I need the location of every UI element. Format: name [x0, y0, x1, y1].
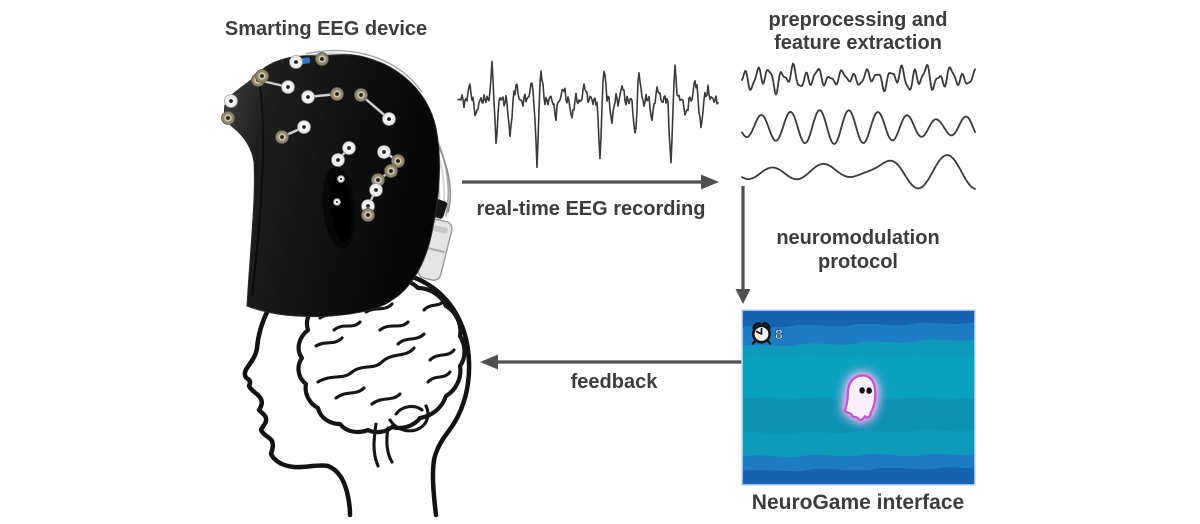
neurogame-caption: NeuroGame interface: [751, 491, 965, 514]
cap-electrodes: [221, 52, 405, 222]
feedback-arrow: [480, 354, 742, 370]
electrode: [275, 130, 289, 144]
preprocessing-label: preprocessing and feature extraction: [769, 9, 948, 55]
electrode: [221, 111, 235, 125]
recording-arrow-label: real-time EEG recording: [476, 198, 706, 220]
wave-slow: [741, 154, 976, 190]
head-brain-illustration: [242, 265, 472, 518]
ghost-character: [843, 374, 877, 422]
electrode: [255, 69, 269, 83]
alarm-clock-icon: [751, 322, 772, 345]
electrode: [224, 94, 238, 108]
electrode: [382, 112, 396, 126]
electrode: [377, 145, 391, 159]
eeg-device-title: Smarting EEG device: [224, 18, 428, 40]
electrode: [330, 87, 344, 101]
electrode: [315, 52, 329, 66]
eeg-cap-illustration: [221, 50, 453, 318]
recording-arrow: [462, 174, 719, 190]
electrode: [342, 141, 356, 155]
electrode: [333, 198, 341, 206]
electrode: [369, 183, 383, 197]
electrode: [301, 90, 315, 104]
processed-waves: [741, 62, 976, 190]
neuromodulation-label: neuromodulation protocol: [776, 226, 939, 274]
cap-front-seam: [251, 75, 265, 297]
preprocessing-label-line1: preprocessing and: [768, 9, 948, 31]
electrode: [384, 164, 398, 178]
game-frame-border: [741, 309, 976, 486]
preprocessing-label-line2: feature extraction: [774, 32, 942, 54]
electrode: [337, 175, 345, 183]
electrode: [354, 88, 368, 102]
raw-eeg-trace: [457, 60, 719, 169]
timer-count: 8: [775, 326, 783, 342]
ghost-eyes: [859, 387, 872, 394]
water-band-dark-bottom: [742, 467, 975, 485]
wave-beta: [741, 62, 976, 96]
electrode: [297, 120, 311, 134]
neuromodulation-label-line1: neuromodulation: [776, 227, 940, 249]
neuromodulation-label-line2: protocol: [817, 251, 898, 273]
neurogame-screenshot: 8: [741, 309, 976, 486]
electrode: [289, 55, 303, 69]
brain-gyri-lines: [314, 290, 456, 468]
electrode: [391, 154, 405, 168]
electrode: [361, 208, 375, 222]
feedback-arrow-label: feedback: [570, 371, 658, 393]
neuromodulation-arrow: [735, 186, 751, 304]
wave-alpha: [741, 109, 976, 145]
electrode: [281, 80, 295, 94]
water-band-dark-top: [742, 310, 975, 328]
cap-ear-opening: [322, 167, 356, 249]
electrode: [331, 153, 345, 167]
